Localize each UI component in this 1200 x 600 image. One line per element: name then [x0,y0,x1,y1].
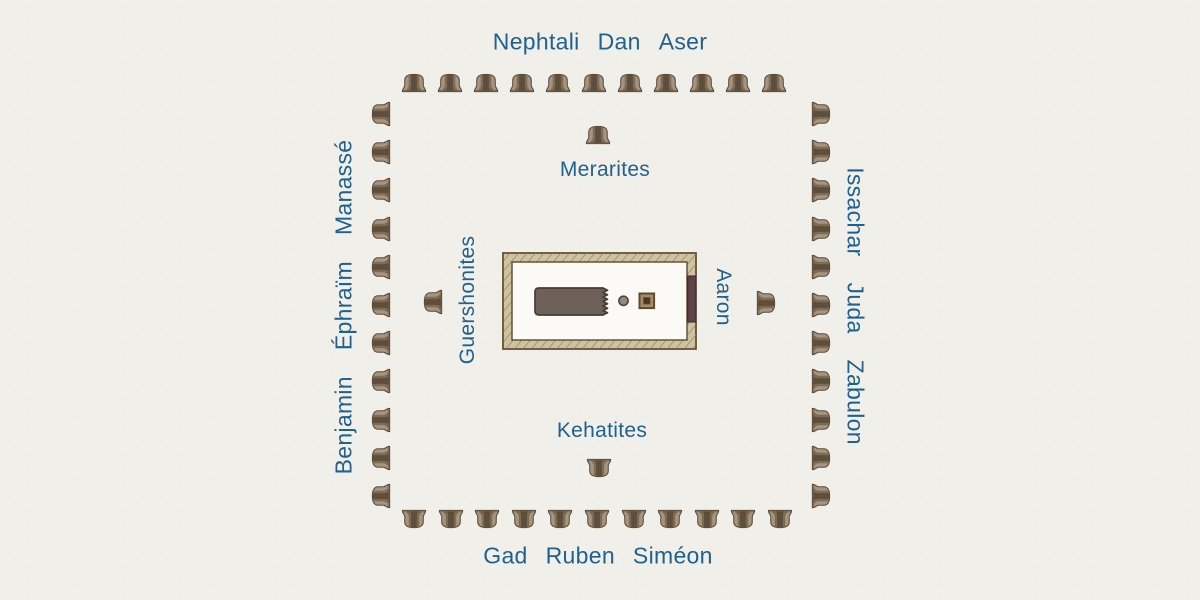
tribes-north-label: Nephtali Dan Aser [493,29,707,56]
courtyard-gate [687,275,697,323]
tent-icon-west [371,407,392,432]
tabernacle-courtyard [502,252,697,350]
tent-icon-east [811,369,832,394]
tent-icon-north [617,73,643,94]
tent-icon-west [371,445,392,470]
tent-icon-south [475,509,500,530]
tent-icon-north [545,73,571,94]
tent-icon-south [401,509,427,530]
tent-icon-west [371,369,392,394]
tent-icon-east [811,292,832,318]
tent-icon-east [811,101,832,127]
tent-icon-north [653,73,679,94]
tent-icon-west [371,331,392,356]
tent-icon-north [437,73,463,94]
tent-icon-south [731,509,756,530]
tent-icon-south [621,509,646,530]
tent-icon-south [767,509,793,530]
kehatites-text: Kehatites [556,419,648,442]
tent-icon-east [811,216,832,241]
tent-icon-west [371,140,392,165]
tent-icon-south [438,509,463,530]
tent-icon-merarites [585,125,611,146]
tent-icon-east [811,483,832,509]
tent-icon-west [371,216,392,241]
tent-icon-south [511,509,536,530]
tent-icon-east [811,331,832,356]
tent-icon-guershonites [423,289,444,315]
tribe-name-dan: Dan [597,28,641,55]
tent-icon-east [811,140,832,165]
tabernacle-drawing [502,252,697,350]
tent-icon-east [811,178,832,203]
tent-icon-west [371,254,392,279]
tent-icon-east [811,445,832,470]
tent-icon-south [658,509,683,530]
tabernacle-tent [534,287,609,316]
tent-icon-south [584,509,610,530]
tribes-south-label: Gad Ruben Siméon [483,543,712,570]
tent-icon-north [509,73,535,94]
tent-icon-west [371,292,392,318]
tent-icon-north [725,73,751,94]
tent-icon-west [371,101,392,127]
tent-icon-south [694,509,719,530]
tent-icon-east [811,407,832,432]
tent-icon-south [548,509,573,530]
tribe-name-ruben: Ruben [545,542,615,569]
tribe-name-gad: Gad [483,542,528,569]
tent-icon-north [689,73,715,94]
tribe-name-nephtali: Nephtali [492,28,580,55]
tent-icon-west [371,178,392,203]
altar-center [643,297,651,305]
tent-icon-east [811,254,832,279]
tent-icon-north [761,73,787,94]
tent-icon-north [473,73,499,94]
tent-icon-west [371,483,392,509]
tent-icon-north [401,73,427,94]
tribe-name-aser: Aser [658,28,708,55]
merarites-text: Merarites [559,158,651,181]
merarites-label: Merarites [560,158,650,182]
kehatites-label: Kehatites [557,419,647,443]
tribe-name-simeon: Siméon [632,542,713,569]
laver-icon [618,295,629,307]
tent-icon-aaron [756,290,777,316]
tent-icon-north [581,73,607,94]
tent-icon-kehatites [586,458,612,479]
